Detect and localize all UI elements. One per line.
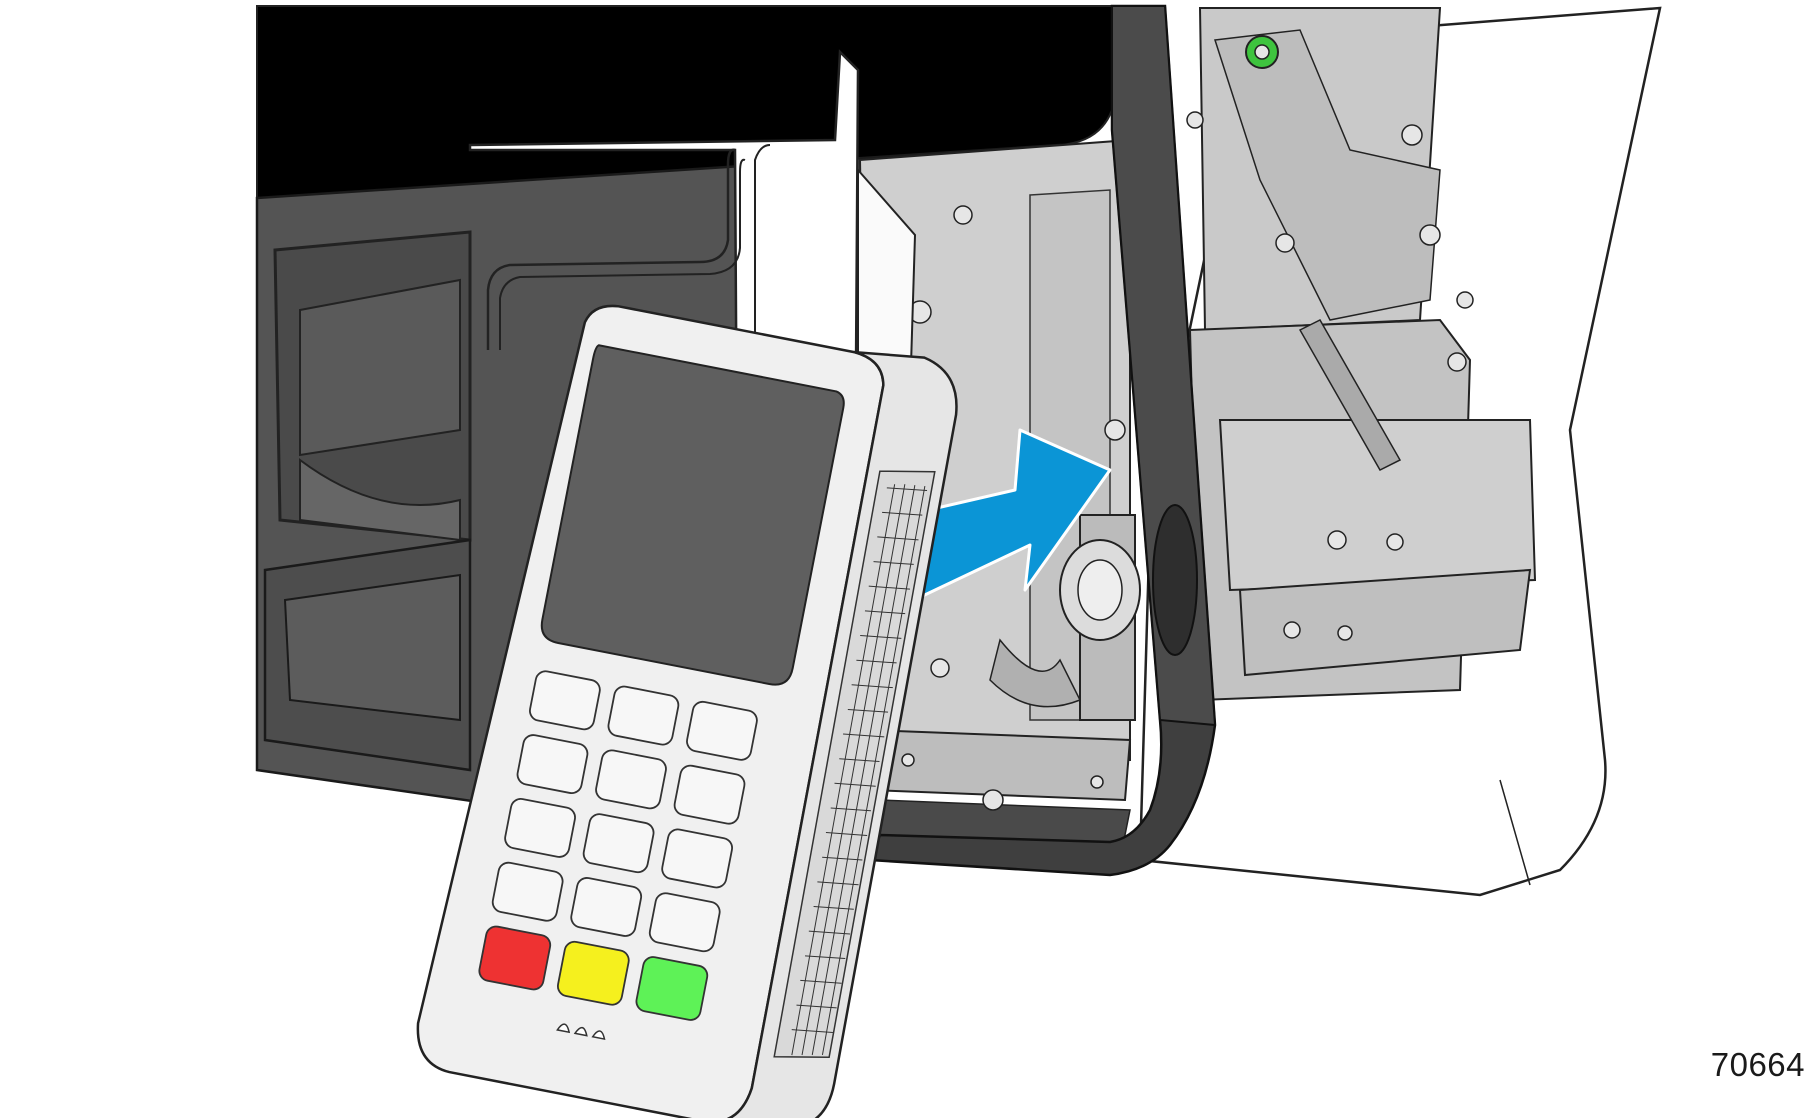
card-slot-indicators <box>556 1023 606 1041</box>
speaker-grille <box>791 484 928 1056</box>
bezel-frame <box>868 4 1217 877</box>
keypad <box>491 670 758 953</box>
terminal-screen <box>540 344 845 686</box>
figure-number: 70664 <box>1710 1046 1805 1083</box>
enter-key <box>635 956 709 1021</box>
cancel-key <box>478 925 552 991</box>
clear-key <box>556 940 630 1006</box>
payment-terminal <box>416 304 958 1118</box>
green-grommet-hole <box>1254 44 1270 60</box>
